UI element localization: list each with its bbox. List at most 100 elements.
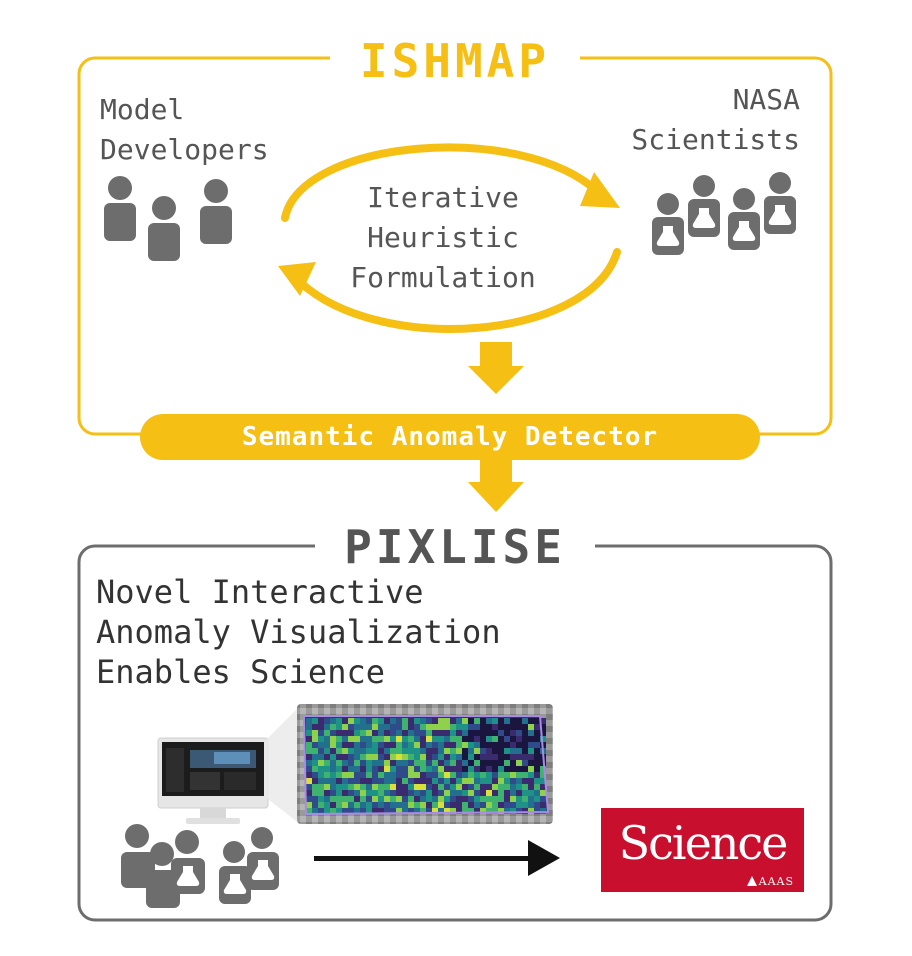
heatmap-cell (324, 790, 330, 796)
heatmap-cell (432, 724, 438, 730)
heatmap-cell (438, 754, 444, 760)
heatmap-cell (456, 754, 462, 760)
heatmap-cell (420, 718, 426, 724)
heatmap-cell (384, 802, 390, 808)
heatmap-cell (318, 742, 324, 748)
heatmap-cell (306, 742, 312, 748)
heatmap-cell (360, 772, 366, 778)
heatmap-cell (504, 748, 510, 754)
heatmap-cell (474, 772, 480, 778)
heatmap-cell (402, 784, 408, 790)
heatmap-cell (390, 772, 396, 778)
heatmap-cell (330, 760, 336, 766)
heatmap-cell (342, 778, 348, 784)
heatmap-cell (330, 796, 336, 802)
heatmap-cell (468, 718, 474, 724)
heatmap-cell (456, 808, 462, 814)
heatmap-cell (522, 778, 528, 784)
heatmap-cell (348, 730, 354, 736)
heatmap-cell (306, 760, 312, 766)
heatmap-cell (486, 718, 492, 724)
heatmap-cell (426, 802, 432, 808)
heatmap-cell (462, 718, 468, 724)
heatmap-cell (312, 796, 318, 802)
heatmap-cell (450, 736, 456, 742)
heatmap-cell (480, 778, 486, 784)
heatmap-cell (522, 736, 528, 742)
heatmap-cell (348, 796, 354, 802)
heatmap-cell (366, 730, 372, 736)
heatmap-cell (450, 778, 456, 784)
heatmap-cell (414, 808, 420, 814)
heatmap-cell (378, 766, 384, 772)
heatmap-cell (336, 760, 342, 766)
heatmap-cell (504, 790, 510, 796)
heatmap-cell (480, 754, 486, 760)
heatmap-cell (534, 736, 540, 742)
heatmap-cell (306, 772, 312, 778)
heatmap-cell (396, 784, 402, 790)
heatmap-cell (534, 808, 540, 814)
heatmap-cell (324, 736, 330, 742)
heatmap-cell (336, 802, 342, 808)
heatmap-cell (396, 742, 402, 748)
heatmap-cell (330, 790, 336, 796)
heatmap-cell (402, 718, 408, 724)
heatmap-cell (468, 736, 474, 742)
heatmap-cell (348, 748, 354, 754)
aaas-text: AAAS (758, 875, 794, 888)
heatmap-cell (402, 742, 408, 748)
heatmap-cell (348, 736, 354, 742)
heatmap-cell (450, 742, 456, 748)
heatmap-cell (396, 748, 402, 754)
heatmap-cell (336, 766, 342, 772)
heatmap-cell (498, 808, 504, 814)
heatmap-cell (426, 790, 432, 796)
heatmap-cell (450, 748, 456, 754)
heatmap-cell (420, 760, 426, 766)
heatmap-cell (528, 790, 534, 796)
heatmap-cell (504, 724, 510, 730)
heatmap-cell (318, 772, 324, 778)
heatmap-cell (438, 802, 444, 808)
heatmap-cell (390, 760, 396, 766)
heatmap-cell (450, 754, 456, 760)
heatmap-cell (360, 748, 366, 754)
heatmap-cell (312, 778, 318, 784)
heatmap-cell (366, 802, 372, 808)
heatmap-cell (366, 736, 372, 742)
heatmap-cell (456, 736, 462, 742)
heatmap-cell (378, 796, 384, 802)
heatmap-cell (498, 772, 504, 778)
heatmap-cell (384, 778, 390, 784)
heatmap-cell (414, 736, 420, 742)
heatmap-cell (498, 784, 504, 790)
heatmap-cell (414, 766, 420, 772)
heatmap-cell (510, 772, 516, 778)
heatmap-cell (396, 802, 402, 808)
heatmap-cell (516, 736, 522, 742)
heatmap-cell (342, 766, 348, 772)
heatmap-cell (414, 778, 420, 784)
heatmap-cell (420, 754, 426, 760)
heatmap-cell (510, 766, 516, 772)
heatmap-cell (336, 778, 342, 784)
heatmap-cell (378, 772, 384, 778)
heatmap-cell (522, 742, 528, 748)
heatmap-cell (336, 718, 342, 724)
heatmap-cell (354, 784, 360, 790)
heatmap-cell (450, 760, 456, 766)
heatmap-cell (360, 736, 366, 742)
heatmap-cell (402, 724, 408, 730)
heatmap-cell (462, 772, 468, 778)
heatmap-cell (438, 742, 444, 748)
heatmap-cell (330, 784, 336, 790)
heatmap-cell (426, 772, 432, 778)
heatmap-cell (474, 730, 480, 736)
heatmap-cell (378, 802, 384, 808)
heatmap-cell (372, 742, 378, 748)
heatmap-cell (498, 724, 504, 730)
heatmap-cell (426, 724, 432, 730)
heatmap-cell (456, 784, 462, 790)
